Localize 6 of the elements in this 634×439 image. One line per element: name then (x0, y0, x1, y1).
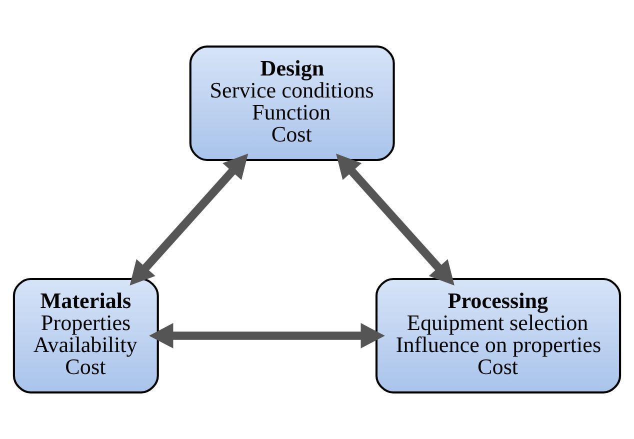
node-box: Processing Equipment selection Influence on properties Cost (375, 278, 622, 394)
arrow (149, 323, 385, 348)
node-box: Materials Properties Availability Cost (12, 278, 159, 394)
node-box: Design Service conditions Function Cost (189, 46, 395, 162)
arrow (130, 154, 248, 286)
arrow (336, 154, 454, 286)
